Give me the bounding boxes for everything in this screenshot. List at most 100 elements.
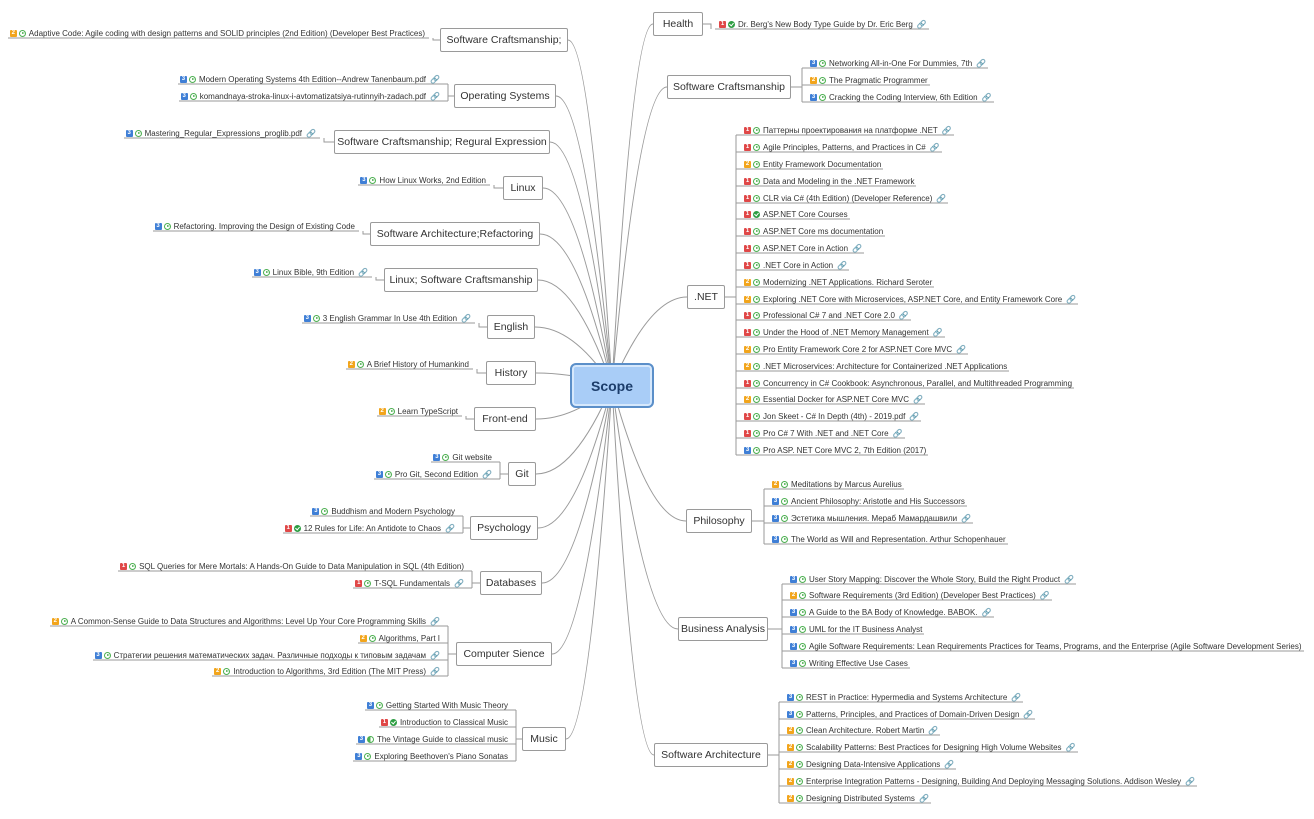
link-icon[interactable]: 🔗 (1064, 574, 1075, 584)
link-icon[interactable]: 🔗 (944, 759, 955, 769)
link-icon[interactable]: 🔗 (1066, 294, 1077, 304)
topic-swcraft-r[interactable]: Software Craftsmanship (667, 75, 791, 99)
link-icon[interactable]: 🔗 (976, 58, 987, 68)
link-icon[interactable]: 🔗 (852, 243, 863, 253)
link-icon[interactable]: 🔗 (961, 513, 972, 523)
link-icon[interactable]: 🔗 (941, 125, 952, 135)
topic-ba[interactable]: Business Analysis (678, 617, 768, 641)
link-icon[interactable]: 🔗 (837, 260, 848, 270)
topic-psychology[interactable]: Psychology (470, 516, 538, 540)
topic-music[interactable]: Music (522, 727, 566, 751)
topic-dotnet[interactable]: .NET (687, 285, 725, 309)
link-icon[interactable]: 🔗 (445, 523, 455, 533)
link-icon[interactable]: 🔗 (936, 193, 947, 203)
topic-linuxsc[interactable]: Linux; Software Craftsmanship (384, 268, 538, 292)
link-icon[interactable]: 🔗 (482, 469, 492, 479)
link-icon[interactable]: 🔗 (306, 128, 316, 138)
list-item[interactable]: 1.NET Core in Action🔗 (744, 257, 847, 273)
link-icon[interactable]: 🔗 (981, 607, 992, 617)
link-icon[interactable]: 🔗 (461, 313, 471, 323)
list-item[interactable]: 2.NET Microservices: Architecture for Co… (744, 358, 1007, 374)
link-icon[interactable]: 🔗 (929, 142, 940, 152)
link-icon[interactable]: 🔗 (898, 310, 909, 320)
topic-philosophy[interactable]: Philosophy (686, 509, 752, 533)
link-icon[interactable]: 🔗 (430, 74, 440, 84)
topic-refactor[interactable]: Software Architecture;Refactoring (370, 222, 540, 246)
link-icon[interactable]: 🔗 (912, 394, 923, 404)
topic-cs[interactable]: Computer Sience (456, 642, 552, 666)
link-icon[interactable]: 🔗 (981, 92, 992, 102)
link-icon[interactable]: 🔗 (892, 428, 903, 438)
link-icon[interactable]: 🔗 (454, 578, 464, 588)
link-icon[interactable]: 🔗 (916, 19, 927, 29)
link-icon[interactable]: 🔗 (1039, 590, 1050, 600)
link-icon[interactable]: 🔗 (430, 666, 440, 676)
link-icon[interactable]: 🔗 (1011, 692, 1022, 702)
topic-history[interactable]: History (486, 361, 536, 385)
topic-frontend[interactable]: Front-end (474, 407, 536, 431)
link-icon[interactable]: 🔗 (358, 267, 368, 277)
link-icon[interactable]: 🔗 (1065, 742, 1076, 752)
central-topic-scope[interactable]: Scope (570, 363, 654, 408)
link-icon[interactable]: 🔗 (932, 327, 943, 337)
topic-git[interactable]: Git (508, 462, 536, 486)
topic-linux[interactable]: Linux (503, 176, 543, 200)
link-icon[interactable]: 🔗 (918, 793, 929, 803)
topic-health[interactable]: Health (653, 12, 703, 36)
link-icon[interactable]: 🔗 (430, 616, 440, 626)
topic-swcraft-l[interactable]: Software Craftsmanship; (440, 28, 568, 52)
link-icon[interactable]: 🔗 (430, 91, 440, 101)
topic-databases[interactable]: Databases (480, 571, 542, 595)
link-icon[interactable]: 🔗 (909, 411, 920, 421)
